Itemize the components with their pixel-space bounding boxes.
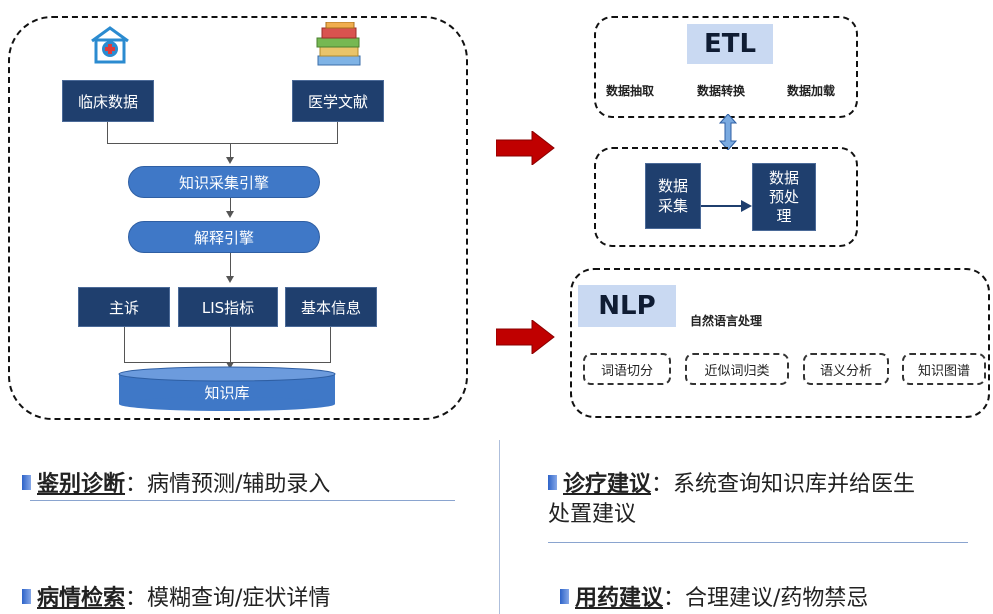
- data-preprocessing-box: 数据 预处 理: [752, 163, 816, 231]
- connector: [107, 122, 108, 144]
- bullet-key: 鉴别诊断: [37, 472, 126, 497]
- separator-line: [30, 500, 455, 501]
- bullet-icon: [560, 588, 569, 604]
- connector: [230, 198, 231, 212]
- source-medical-literature: 医学文献: [292, 80, 384, 122]
- bullet-icon: [22, 474, 31, 490]
- data-collection-box: 数据 采集: [645, 163, 701, 229]
- nlp-title: NLP: [578, 285, 676, 327]
- nlp-tag-semantic-analysis: 语义分析: [803, 353, 889, 385]
- connector: [230, 143, 231, 158]
- etl-step-transform: 数据转换: [697, 84, 746, 98]
- arrow-down-icon: [226, 157, 234, 164]
- interpretation-engine: 解释引擎: [128, 221, 320, 253]
- hospital-icon: [88, 25, 132, 65]
- output-lis-indicators: LIS指标: [178, 287, 278, 327]
- arrow-down-icon: [226, 362, 234, 369]
- vertical-divider: [499, 440, 500, 614]
- bullet-text: ：系统查询知识库并给医生: [651, 472, 916, 497]
- output-basic-info: 基本信息: [285, 287, 377, 327]
- bullet-text: ：病情预测/辅助录入: [125, 472, 331, 497]
- knowledge-base-cylinder: [118, 366, 336, 412]
- knowledge-base-label: 知识库: [204, 384, 250, 402]
- bullet-treatment-advice: 诊疗建议 ：系统查询知识库并给医生: [548, 466, 915, 498]
- bullet-medication-advice: 用药建议 ：合理建议/药物禁忌: [560, 580, 868, 612]
- bullet-differential-diagnosis: 鉴别诊断 ：病情预测/辅助录入: [22, 466, 330, 498]
- connector: [124, 327, 125, 363]
- books-icon: [314, 21, 364, 68]
- bullet-key: 用药建议: [575, 586, 664, 611]
- nlp-frame: [570, 268, 990, 418]
- bullet-text-line2: 处置建议: [548, 502, 637, 527]
- etl-step-load: 数据加载: [787, 84, 836, 98]
- arrow-down-icon: [226, 211, 234, 218]
- bullet-condition-search: 病情检索 ：模糊查询/症状详情: [22, 580, 330, 612]
- bullet-text: ：合理建议/药物禁忌: [663, 586, 869, 611]
- double-arrow-icon: [718, 113, 738, 151]
- separator-line: [548, 542, 968, 543]
- connector: [230, 253, 231, 277]
- output-chief-complaint: 主诉: [78, 287, 170, 327]
- source-clinical-data: 临床数据: [62, 80, 154, 122]
- nlp-tag-word-segmentation: 词语切分: [583, 353, 671, 385]
- nlp-subtitle: 自然语言处理: [690, 314, 763, 328]
- bullet-icon: [22, 588, 31, 604]
- nlp-tag-synonym-grouping: 近似词归类: [685, 353, 789, 385]
- arrow-right-icon: [701, 198, 753, 212]
- collection-frame: [594, 147, 858, 247]
- bullet-key: 病情检索: [37, 586, 126, 611]
- etl-step-extract: 数据抽取: [606, 84, 655, 98]
- connector: [230, 327, 231, 363]
- arrow-right-icon: [495, 129, 556, 167]
- knowledge-flow-frame: [8, 16, 468, 420]
- bullet-icon: [548, 474, 557, 490]
- arrow-right-icon: [495, 318, 556, 356]
- bullet-text: ：模糊查询/症状详情: [125, 586, 331, 611]
- nlp-tag-knowledge-graph: 知识图谱: [902, 353, 986, 385]
- bullet-text-continuation: 处置建议: [548, 496, 636, 528]
- etl-title: ETL: [687, 24, 773, 64]
- connector: [330, 327, 331, 363]
- connector: [107, 143, 338, 144]
- arrow-down-icon: [226, 276, 234, 283]
- connector: [337, 122, 338, 144]
- knowledge-acquisition-engine: 知识采集引擎: [128, 166, 320, 198]
- bullet-key: 诊疗建议: [563, 472, 652, 497]
